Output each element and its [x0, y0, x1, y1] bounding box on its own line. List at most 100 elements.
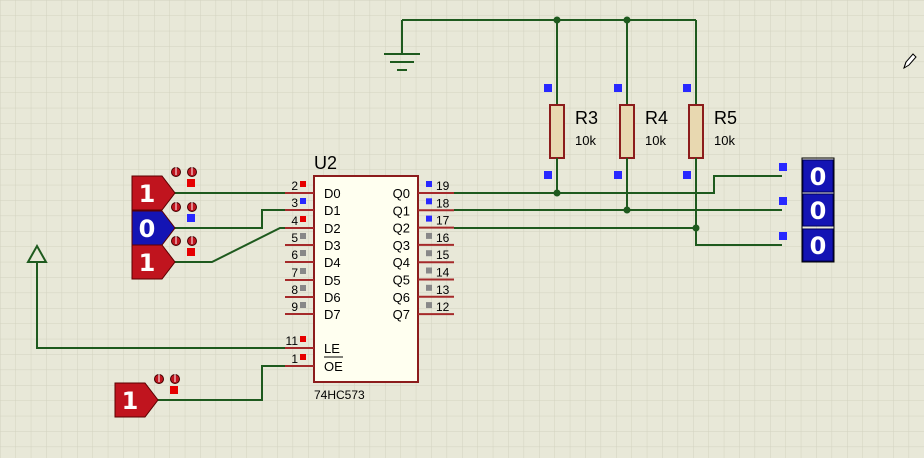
- chip-ref: U2: [314, 153, 337, 173]
- probe-value: 0: [810, 197, 827, 225]
- logic-state-value: 1: [139, 180, 156, 208]
- pin-state-marker: [187, 214, 195, 222]
- junction-dot: [553, 189, 561, 197]
- logic-probe-q2[interactable]: 0: [779, 228, 834, 262]
- pin-number: 12: [436, 300, 450, 314]
- pin-name: D4: [324, 255, 341, 270]
- pin-name: D1: [324, 203, 341, 218]
- pin-state-marker: [426, 284, 432, 291]
- pin-state-marker: [300, 336, 306, 342]
- chip-part: 74HC573: [314, 388, 365, 402]
- pin-state-marker: [187, 248, 195, 256]
- pin-state-marker: [300, 250, 306, 256]
- pin-number: 14: [436, 266, 450, 280]
- pin-number: 8: [291, 283, 298, 297]
- resistor-body: [619, 104, 635, 159]
- pin-name: Q1: [393, 203, 410, 218]
- logic-state-body: [131, 175, 176, 211]
- pin-name: D6: [324, 290, 341, 305]
- pin-state-marker: [300, 285, 306, 291]
- ground-icon: [384, 20, 420, 71]
- pin-state-marker: [426, 232, 432, 239]
- pin-number: 18: [436, 196, 450, 210]
- pin-name: Q2: [393, 221, 410, 236]
- pin-marker: [683, 171, 691, 179]
- logic-input-d1[interactable]: 0: [131, 202, 197, 246]
- pin-number: 9: [291, 300, 298, 314]
- logic-probe-q1[interactable]: 0: [779, 193, 834, 227]
- pin-state-marker: [170, 386, 178, 394]
- logic-state-body: [131, 244, 176, 280]
- pin-number: 19: [436, 179, 450, 193]
- pin-number: 16: [436, 231, 450, 245]
- logic-state-value: 1: [122, 387, 139, 415]
- junction-dot: [553, 16, 561, 24]
- pin-number: 13: [436, 283, 450, 297]
- logic-input-oe[interactable]: 1: [114, 374, 180, 418]
- wire-d1: [175, 209, 285, 229]
- pin-state-marker: [300, 268, 306, 274]
- resistor-value: 10k: [714, 133, 735, 148]
- probe-value: 0: [810, 232, 827, 260]
- logic-input-d0[interactable]: 1: [131, 167, 197, 211]
- logic-probe-q0[interactable]: 0: [779, 159, 834, 193]
- resistor-value: 10k: [575, 133, 596, 148]
- pin-marker: [683, 84, 691, 92]
- resistor-body: [549, 104, 565, 159]
- logic-input-d2[interactable]: 1: [131, 236, 197, 280]
- pin-name: D7: [324, 307, 341, 322]
- pin-number: 1: [291, 352, 298, 366]
- pin-state-marker: [300, 198, 306, 204]
- pin-number: 15: [436, 248, 450, 262]
- power-terminal-icon[interactable]: [26, 243, 48, 263]
- resistor-ref: R5: [714, 108, 737, 128]
- pencil-cursor-icon: [903, 53, 917, 70]
- probe-value: 0: [810, 163, 827, 191]
- pin-number: 7: [291, 266, 298, 280]
- junction-dot: [623, 16, 631, 24]
- resistor-value: 10k: [645, 133, 666, 148]
- pin-state-marker: [426, 181, 432, 187]
- wire-oe: [158, 365, 285, 401]
- pin-state-marker: [300, 354, 306, 360]
- pin-number: 3: [291, 196, 298, 210]
- logic-state-value: 0: [139, 215, 156, 243]
- pin-state-marker: [426, 198, 432, 205]
- pin-state-marker: [779, 197, 787, 205]
- pin-number: 4: [291, 214, 298, 228]
- logic-state-body: [131, 210, 176, 246]
- output-probe-group: [801, 157, 835, 263]
- pin-state-marker: [779, 232, 787, 240]
- pin-state-marker: [426, 250, 432, 257]
- resistor-ref: R3: [575, 108, 598, 128]
- wire-d2: [175, 227, 285, 263]
- pin-name: Q0: [393, 186, 410, 201]
- wire-le: [36, 262, 285, 349]
- pin-marker: [544, 84, 552, 92]
- pin-name: Q6: [393, 290, 410, 305]
- pin-state-marker: [300, 233, 306, 239]
- pin-name: Q3: [393, 238, 410, 253]
